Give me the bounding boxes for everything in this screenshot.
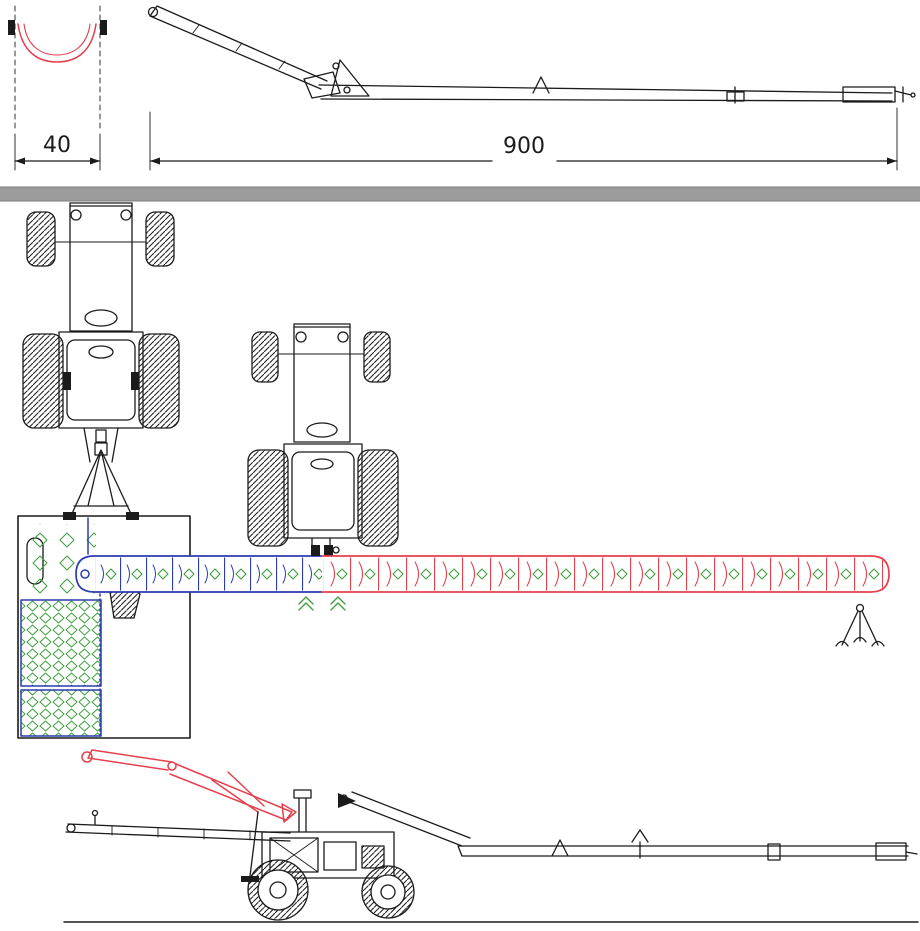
conveyor-blue-section xyxy=(75,555,323,593)
tractor-center-plan xyxy=(247,323,399,557)
conveyor-junction xyxy=(311,545,340,556)
tractor-left-plan xyxy=(22,202,180,463)
flow-chevrons xyxy=(298,596,346,611)
width-dimension-label: 40 xyxy=(43,133,71,158)
storage-box xyxy=(17,515,191,739)
lower-conveyor xyxy=(65,809,291,842)
plan-view xyxy=(17,202,890,739)
three-point-hitch-frame xyxy=(63,442,139,520)
conveyor-side-view xyxy=(147,5,916,104)
end-support-stand xyxy=(835,603,885,647)
folded-top-elevator-red xyxy=(81,749,297,823)
width-dimension: 40 xyxy=(14,133,101,171)
elevation-view: 40 900 xyxy=(8,5,916,171)
main-boom xyxy=(340,791,918,861)
length-dimension: 900 xyxy=(149,107,898,171)
length-dimension-label: 900 xyxy=(503,134,545,159)
conveyor-red-section xyxy=(321,555,890,593)
separator-bar xyxy=(0,186,920,202)
carrier-vehicle xyxy=(241,789,415,921)
trough-cross-section xyxy=(8,5,107,133)
transport-view xyxy=(63,749,919,923)
